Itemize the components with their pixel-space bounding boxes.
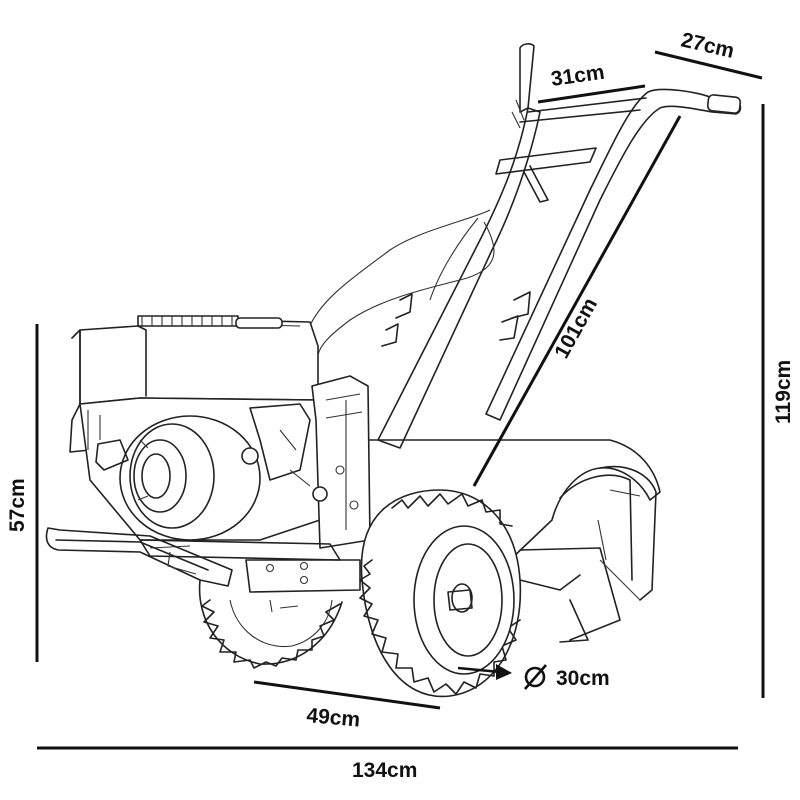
- wheel-diameter-label: 30cm: [556, 667, 610, 690]
- engine-icon: [69, 315, 371, 593]
- wheel-track-label: 49cm: [306, 704, 362, 732]
- total-height-label: 119cm: [772, 360, 795, 424]
- rear-tine-tiller-icon: [45, 43, 742, 698]
- handle-length-dimension-line: [472, 115, 682, 487]
- rear-wheel-icon: [198, 579, 343, 669]
- front-wheel-icon: [359, 489, 522, 698]
- front-bumper-icon: [45, 527, 233, 587]
- tine-blade-icon: [381, 291, 531, 347]
- handle-width-label: 31cm: [549, 61, 605, 91]
- handle-grip-dimension-line: [654, 50, 763, 80]
- dimension-lines: [35, 50, 765, 750]
- handle-grip-label: 27cm: [679, 28, 737, 62]
- diameter-symbol-icon: [524, 664, 547, 690]
- dimension-labels: 31cm 27cm 101cm 119cm 57cm 49cm 30cm 134…: [6, 28, 795, 782]
- handle-width-dimension-line: [537, 84, 646, 104]
- diameter-arrow-icon: [457, 664, 512, 680]
- handle-length-label: 101cm: [550, 294, 602, 362]
- tine-hood-icon: [369, 439, 661, 643]
- wheel-track-dimension-line: [253, 680, 441, 710]
- control-cable-icon: [307, 209, 495, 356]
- engine-height-label: 57cm: [6, 478, 29, 532]
- total-length-label: 134cm: [352, 759, 417, 782]
- handlebar-icon: [377, 43, 742, 449]
